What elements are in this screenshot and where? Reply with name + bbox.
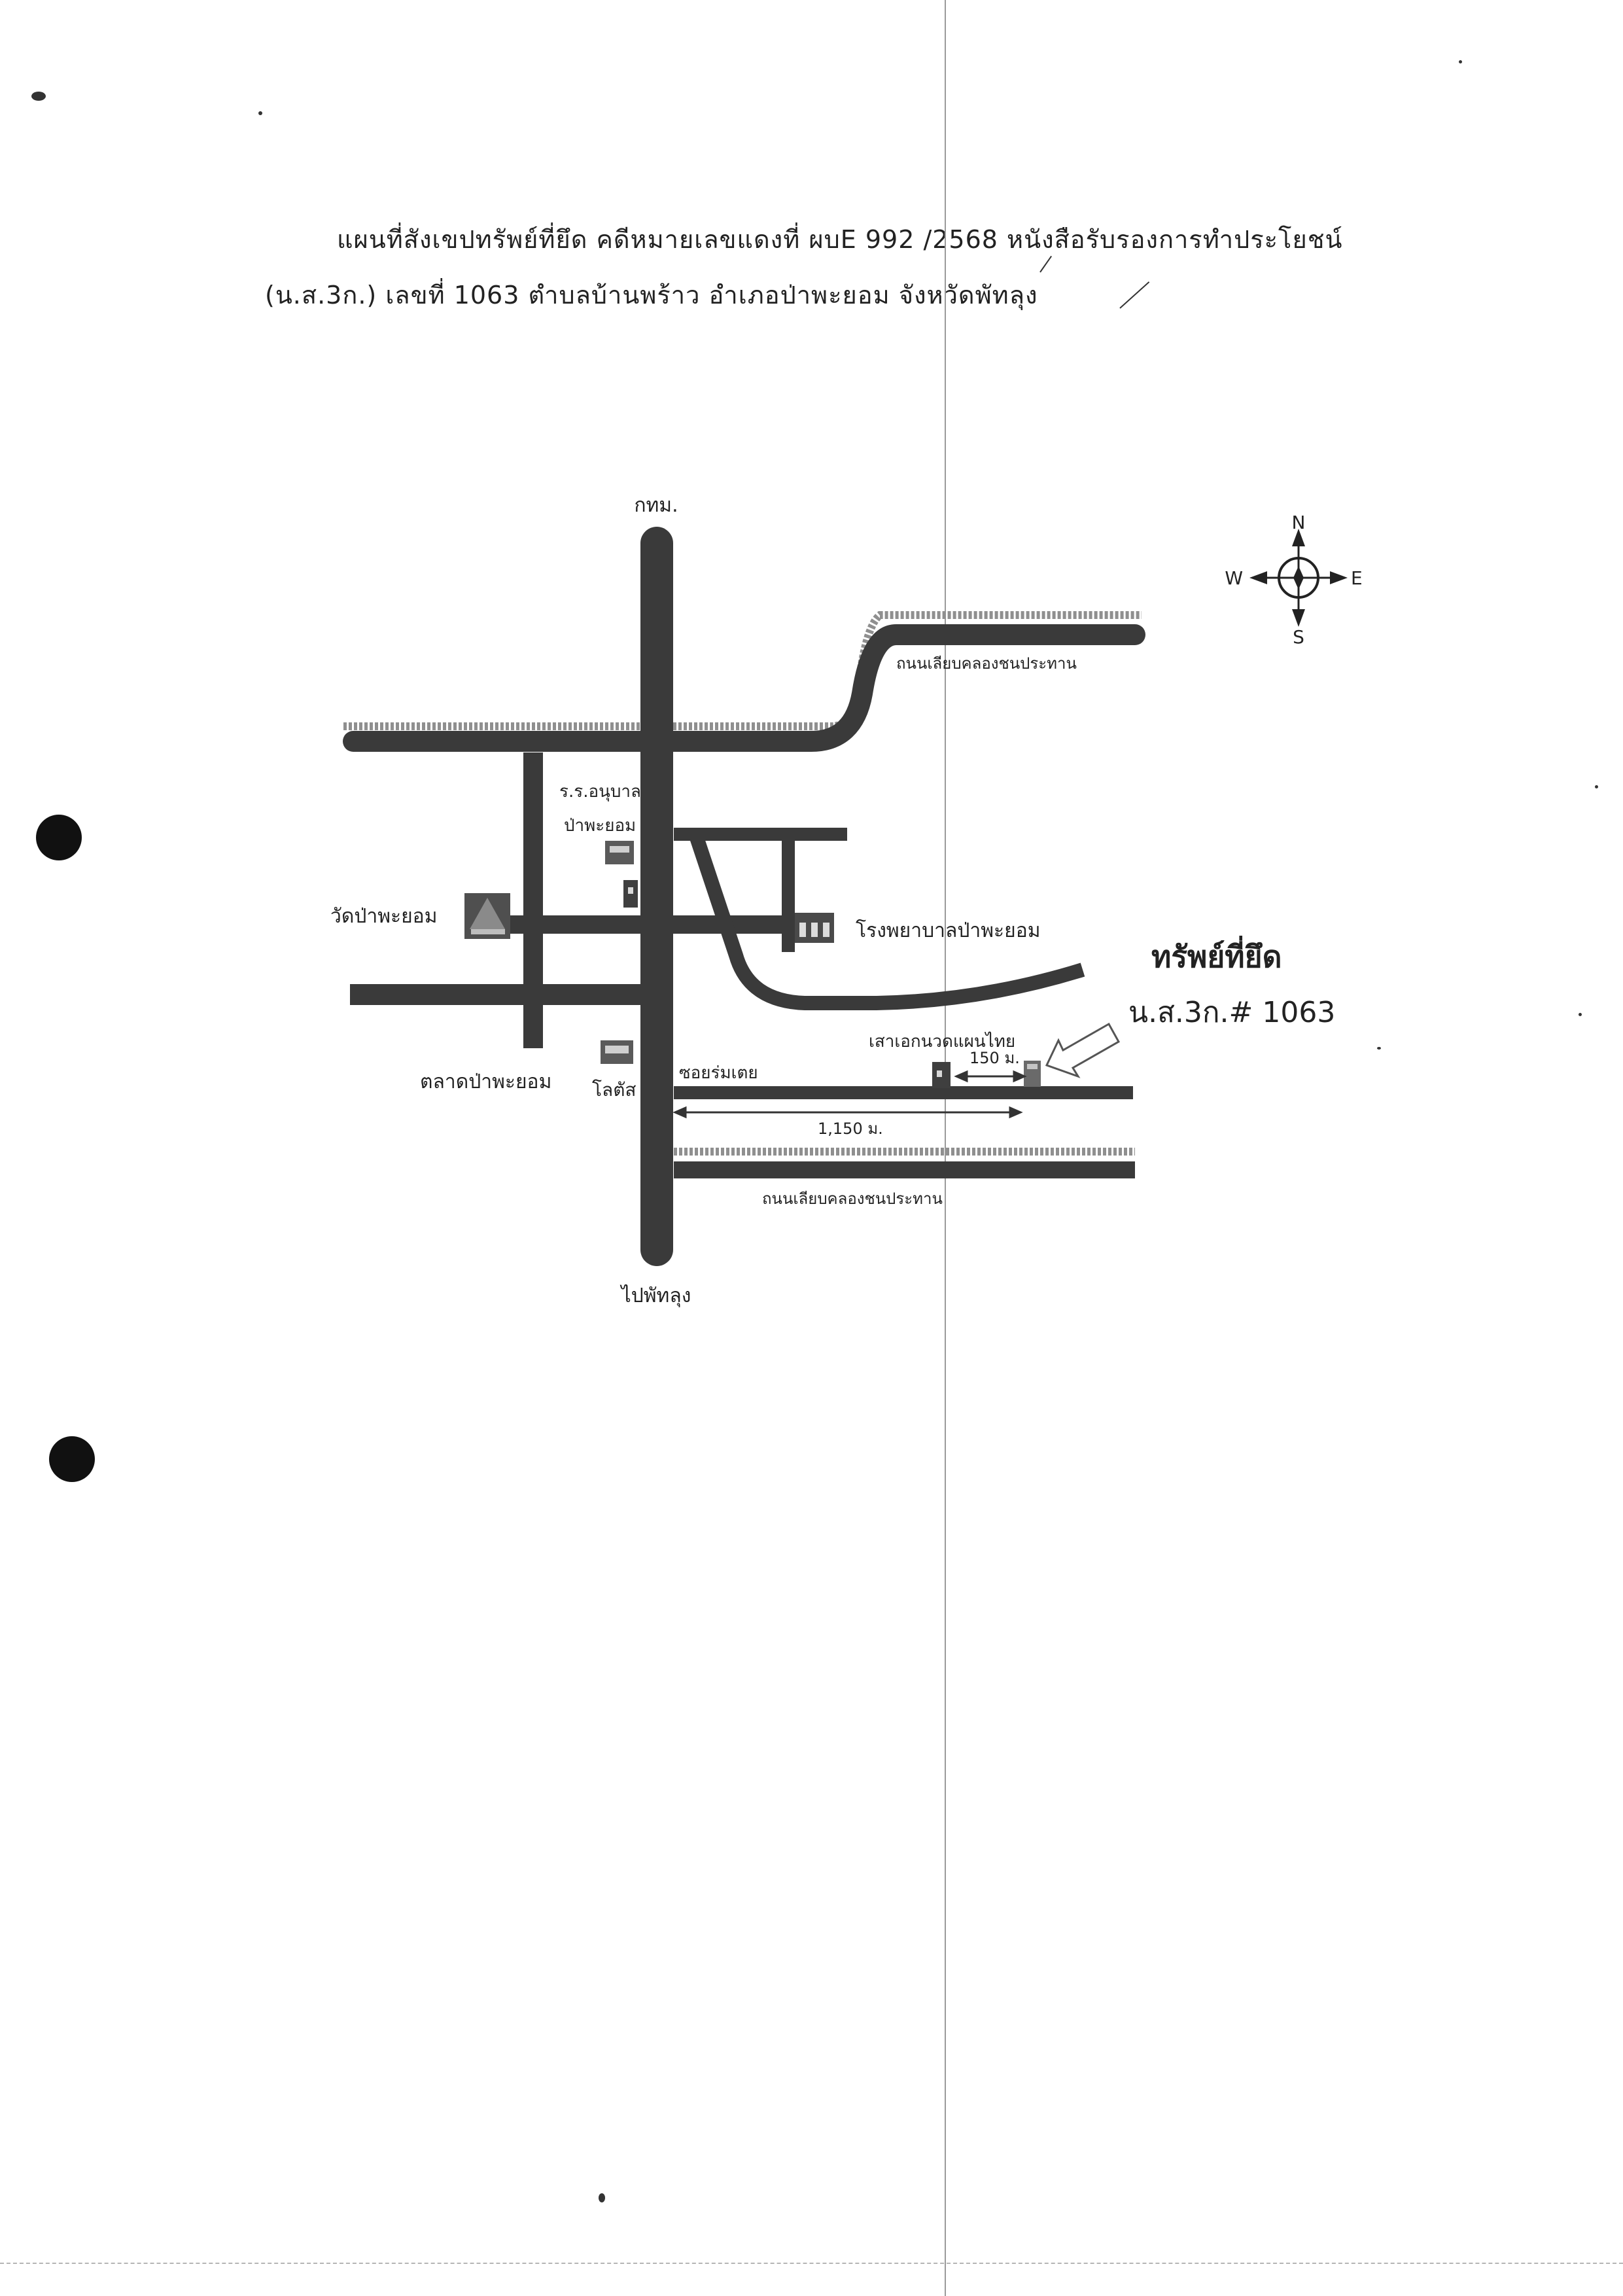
school-icon bbox=[605, 841, 634, 864]
building-icon bbox=[623, 880, 638, 908]
distance-150m-arrow bbox=[954, 1070, 1027, 1083]
label-massage-shop: เสาเอกนวดแผนไทย bbox=[869, 1031, 1015, 1051]
label-soi-rom-toei: ซอยร่มเตย bbox=[679, 1063, 758, 1083]
label-canal-road-upper: ถนนเลียบคลองชนประทาน bbox=[896, 654, 1077, 673]
label-school-line2: ป่าพะยอม bbox=[564, 816, 636, 836]
distance-1150m-arrow bbox=[672, 1106, 1023, 1119]
label-distance-150: 150 ม. bbox=[969, 1049, 1020, 1067]
document-title-line-1: แผนที่สังเขปทรัพย์ที่ยึด คดีหมายเลขแดงที… bbox=[337, 225, 1343, 254]
label-lotus: โลตัส bbox=[592, 1079, 636, 1101]
road-canal-upper bbox=[343, 624, 1145, 752]
scan-speck bbox=[599, 2193, 605, 2202]
temple-icon bbox=[464, 893, 510, 939]
compass-rose-icon bbox=[1249, 529, 1348, 627]
punch-hole-bottom bbox=[49, 1436, 95, 1482]
hospital-icon bbox=[795, 913, 834, 943]
scan-speck bbox=[31, 92, 46, 101]
label-bangkok-direction: กทม. bbox=[634, 494, 678, 517]
document-title-line-2: (น.ส.3ก.) เลขที่ 1063 ตำบลบ้านพร้าว อำเภ… bbox=[265, 281, 1038, 309]
compass-north-label: N bbox=[1292, 512, 1306, 533]
scan-speck bbox=[258, 111, 262, 115]
label-to-phatthalung: ไปพัทลุง bbox=[620, 1284, 691, 1308]
label-canal-road-lower: ถนนเลียบคลองชนประทาน bbox=[762, 1190, 943, 1208]
label-hospital: โรงพยาบาลป่าพะยอม bbox=[856, 919, 1041, 942]
label-temple: วัดป่าพะยอม bbox=[330, 905, 437, 928]
label-school-line1: ร.ร.อนุบาล bbox=[559, 782, 641, 802]
compass-south-label: S bbox=[1293, 626, 1304, 648]
label-seized-property-title: ทรัพย์ที่ยึด bbox=[1151, 936, 1282, 974]
seized-property-icon bbox=[1024, 1061, 1041, 1087]
road-diagonal bbox=[689, 835, 1085, 1010]
property-pointer-arrow-icon bbox=[1045, 1022, 1121, 1078]
scan-speck bbox=[1377, 1047, 1381, 1050]
compass-east-label: E bbox=[1351, 567, 1363, 589]
fold-line bbox=[945, 0, 946, 2296]
label-distance-1150: 1,150 ม. bbox=[818, 1120, 883, 1138]
scan-speck bbox=[1579, 1013, 1582, 1016]
punch-hole-top bbox=[36, 815, 82, 860]
lotus-store-icon bbox=[601, 1040, 633, 1064]
label-seized-property-document: น.ส.3ก.# 1063 bbox=[1128, 996, 1335, 1029]
massage-shop-icon bbox=[932, 1062, 951, 1088]
scan-speck bbox=[1459, 60, 1462, 63]
compass-west-label: W bbox=[1225, 567, 1243, 589]
label-market: ตลาดป่าพะยอม bbox=[420, 1070, 551, 1093]
page-bottom-dashed-line bbox=[0, 2263, 1623, 2264]
scan-speck bbox=[1595, 785, 1598, 788]
